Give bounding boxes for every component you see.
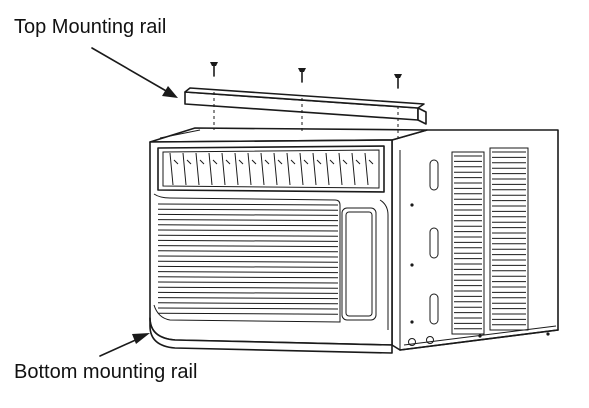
arrow-icon [91,47,178,98]
side-louvers-right [489,147,529,331]
vent-strip [157,145,385,193]
screw-icon [210,62,218,130]
bottom-mounting-rail [149,317,393,354]
bottom-mounting-rail-label: Bottom mounting rail [14,361,198,383]
screw-icon [298,68,306,134]
cabinet-side-panel [391,129,559,351]
top-mounting-rail [184,87,427,125]
top-mounting-rail-label: Top Mounting rail [14,16,167,38]
front-grille [153,193,341,323]
side-louvers-left [451,151,485,335]
control-display-window [341,207,377,321]
screw-icon [394,74,402,138]
arrow-icon [99,333,150,357]
